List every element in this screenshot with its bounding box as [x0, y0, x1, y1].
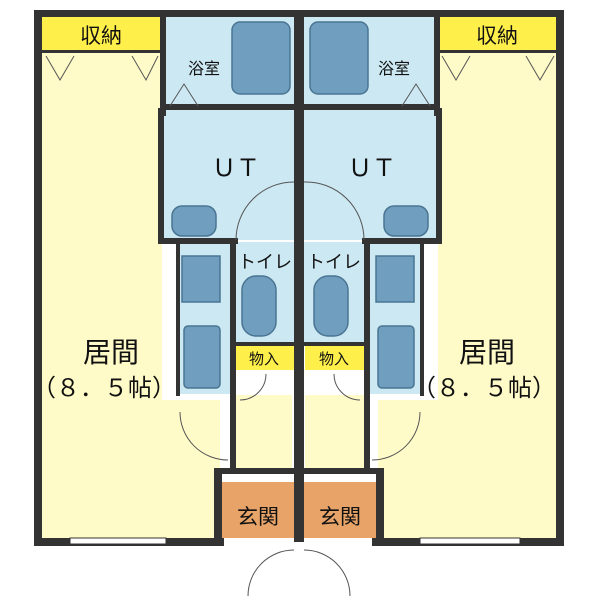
washbasin-left-icon: [171, 205, 217, 237]
hall-left-area: [232, 395, 292, 470]
kitchen-sink-right-icon: [377, 325, 415, 389]
hall-right-area: [305, 395, 365, 470]
ut-left-label: ＵＴ: [212, 154, 260, 182]
door-swings: [45, 55, 555, 597]
kitchen-sink-left-icon: [183, 325, 221, 389]
fixtures: [171, 21, 429, 389]
closet-right-area: [305, 346, 365, 370]
toilet-right-label: トイレ: [307, 252, 361, 273]
window-left: [69, 537, 167, 545]
ut-right-label: ＵＴ: [348, 154, 396, 182]
closet-left-area: [234, 346, 294, 370]
stove-left-icon: [181, 255, 221, 303]
entrance-left-area: [220, 482, 294, 538]
storage-left-area: [40, 16, 162, 52]
living-room-left-size: （８．５帖）: [32, 374, 176, 402]
bathtub-left-icon: [231, 21, 291, 95]
walls: [34, 10, 564, 546]
entrance-left-label: 玄関: [237, 505, 279, 529]
bathroom-right-label: 浴室: [378, 59, 410, 78]
living-room-left-label: 居間: [83, 336, 139, 369]
closet-left-label: 物入: [249, 350, 279, 368]
living-room-right-label: 居間: [459, 336, 515, 369]
living-room-right-size: （８．５帖）: [412, 374, 556, 402]
entrance-right-label: 玄関: [319, 505, 361, 529]
living-room-right-area-lower: [378, 400, 440, 540]
washbasin-right-icon: [383, 205, 429, 237]
storage-right-label: 収納: [476, 24, 518, 48]
living-room-left-area-lower: [160, 400, 220, 540]
windows: [69, 537, 521, 545]
stove-right-icon: [375, 255, 415, 303]
storage-right-area: [438, 16, 558, 52]
living-room-left-area: [40, 50, 162, 540]
living-room-right-area: [438, 50, 558, 540]
closet-right-label: 物入: [319, 350, 349, 368]
bathroom-left-label: 浴室: [188, 59, 220, 78]
room-labels: 収納 収納 浴室 浴室 ＵＴ ＵＴ トイレ トイレ 物入 物入 居間 （８．５帖…: [32, 24, 556, 529]
toilet-left-label: トイレ: [238, 252, 292, 273]
toilet-bowl-right-icon: [313, 275, 349, 337]
bathtub-right-icon: [309, 21, 369, 95]
window-right: [419, 537, 521, 545]
storage-left-label: 収納: [80, 24, 122, 48]
entrance-right-area: [302, 482, 376, 538]
toilet-bowl-left-icon: [241, 275, 277, 337]
